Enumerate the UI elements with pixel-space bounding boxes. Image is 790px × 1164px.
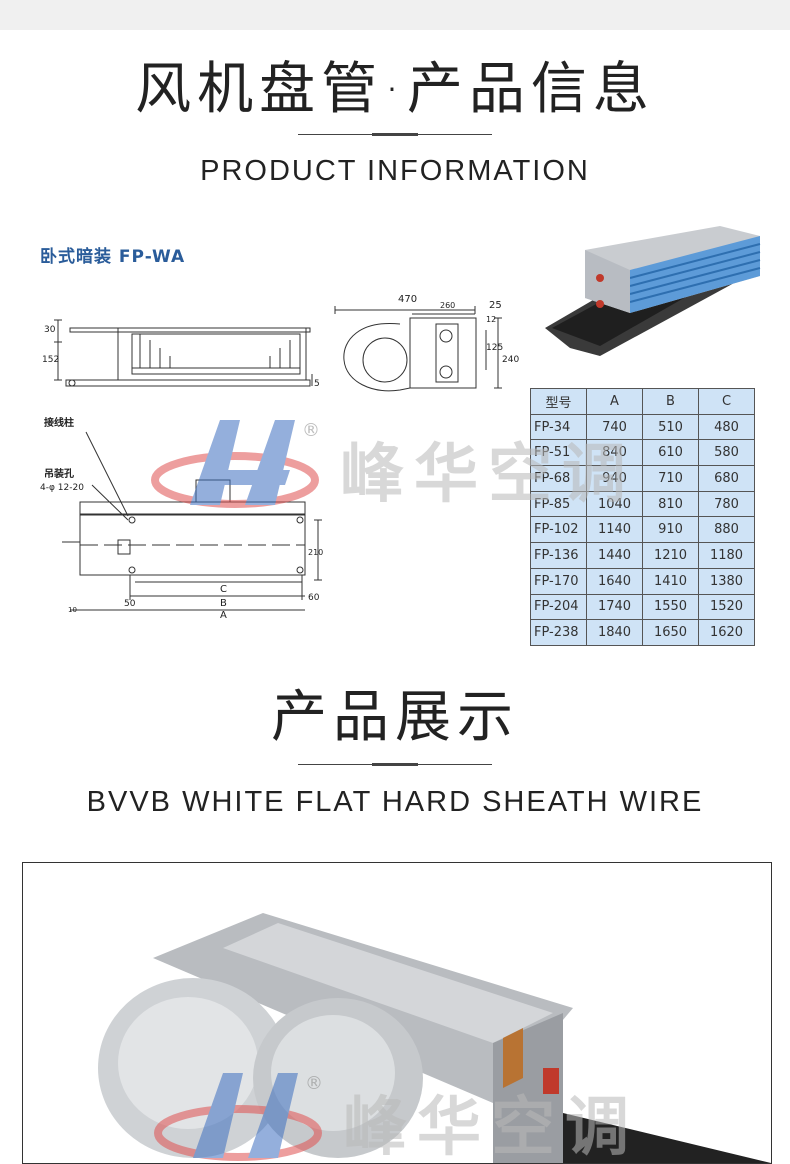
spec-model: FP-51 (530, 439, 587, 467)
display-divider (298, 763, 492, 766)
spec-cell: 680 (698, 465, 755, 492)
title-divider (298, 133, 492, 136)
dim-b: B (220, 598, 227, 609)
dim-10: 10 (68, 606, 77, 614)
spec-cell: 1550 (642, 593, 699, 621)
page-subtitle: PRODUCT INFORMATION (200, 155, 590, 187)
label-terminal: 接线柱 (44, 416, 74, 429)
watermark-registered: ® (305, 1073, 323, 1094)
dim-12: 12 (486, 315, 496, 324)
spec-cell: 1840 (586, 619, 643, 646)
spec-model: FP-102 (530, 516, 587, 544)
watermark-logo (151, 420, 319, 508)
dim-5: 5 (314, 379, 320, 389)
watermark-lower: ® 峰华空调 (153, 1063, 713, 1164)
dim-c: C (220, 584, 227, 595)
spec-cell: 1620 (698, 619, 755, 646)
dim-a: A (220, 610, 227, 621)
spec-model: FP-170 (530, 567, 587, 595)
spec-cell: 880 (698, 516, 755, 544)
dim-30: 30 (44, 325, 56, 335)
dim-260: 260 (440, 301, 455, 310)
spec-cell: 1140 (586, 516, 643, 544)
spec-cell: 1410 (642, 567, 699, 595)
dim-152: 152 (42, 355, 59, 365)
page-title: 风机盘管·产品信息 (135, 57, 655, 122)
spec-header: A (586, 388, 643, 415)
spec-cell: 710 (642, 465, 699, 492)
spec-cell: 910 (642, 516, 699, 544)
spec-cell: 1380 (698, 567, 755, 595)
watermark: ® 峰华空调 (150, 410, 710, 520)
spec-cell: 780 (698, 490, 755, 518)
watermark-text: 峰华空调 (343, 1091, 639, 1164)
spec-cell: 1650 (642, 619, 699, 646)
display-subtitle: BVVB WHITE FLAT HARD SHEATH WIRE (86, 786, 704, 818)
spec-model: FP-68 (530, 465, 587, 492)
label-hanging-spec: 4-φ 12-20 (40, 483, 84, 493)
dim-210: 210 (308, 548, 323, 557)
watermark-text: 峰华空调 (340, 438, 636, 512)
spec-cell: 740 (586, 413, 643, 441)
spec-cell: 1520 (698, 593, 755, 621)
technical-drawing: 470 260 25 12 125 240 30 152 5 210 50 60… (40, 294, 519, 621)
spec-cell: 1440 (586, 542, 643, 569)
spec-header: B (642, 388, 699, 415)
spec-model: FP-238 (530, 619, 587, 646)
spec-model: FP-85 (530, 490, 587, 518)
spec-cell: 1040 (586, 490, 643, 518)
spec-cell: 1180 (698, 542, 755, 569)
dim-240: 240 (502, 355, 519, 365)
spec-cell: 810 (642, 490, 699, 518)
spec-model: FP-204 (530, 593, 587, 621)
spec-cell: 940 (586, 465, 643, 492)
display-title: 产品展示 (271, 685, 519, 750)
spec-cell: 1740 (586, 593, 643, 621)
spec-model: FP-136 (530, 542, 587, 569)
dim-50: 50 (124, 599, 136, 609)
watermark-registered: ® (302, 420, 320, 441)
spec-cell: 480 (698, 413, 755, 441)
dim-470: 470 (398, 294, 417, 305)
dim-125: 125 (486, 343, 503, 353)
top-band (0, 0, 790, 30)
label-hanging-hole: 吊装孔 (44, 467, 74, 480)
dim-25: 25 (489, 300, 502, 311)
spec-cell: 1640 (586, 567, 643, 595)
product-photo (545, 226, 761, 356)
dim-60: 60 (308, 593, 320, 603)
spec-cell: 840 (586, 439, 643, 467)
spec-cell: 580 (698, 439, 755, 467)
spec-cell: 1210 (642, 542, 699, 569)
spec-header: 型号 (530, 388, 587, 415)
spec-cell: 610 (642, 439, 699, 467)
product-display-frame: ® 峰华空调 (22, 862, 772, 1164)
spec-cell: 510 (642, 413, 699, 441)
product-subtitle: 卧式暗装 FP-WA (40, 247, 186, 267)
